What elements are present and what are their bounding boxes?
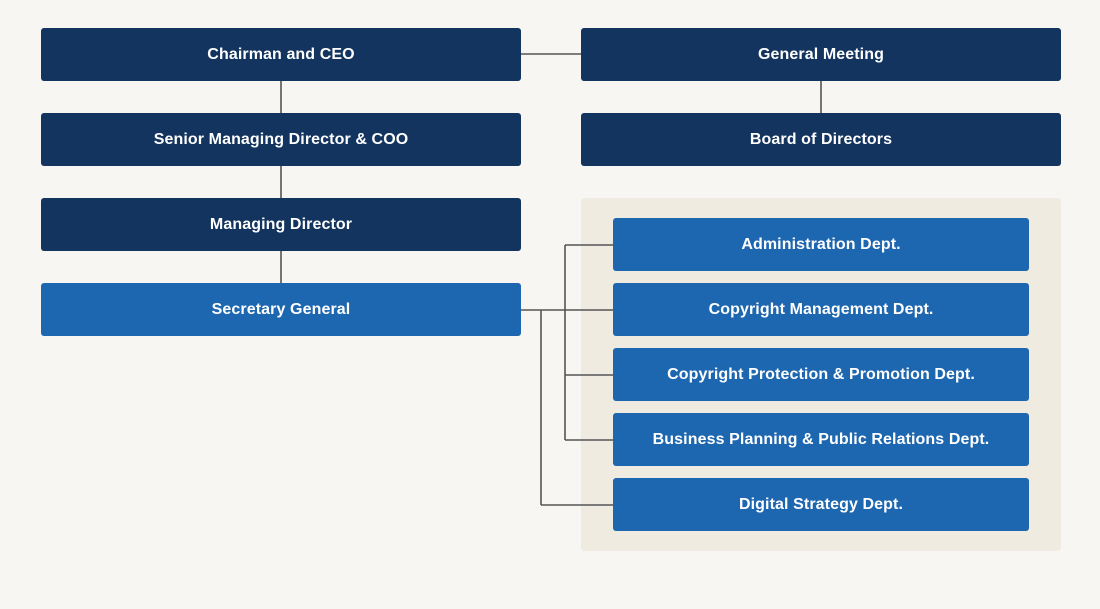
- secretary-general-box: Secretary General: [41, 283, 521, 336]
- dept-business-planning-box: Business Planning & Public Relations Dep…: [613, 413, 1029, 466]
- dept-copyright-protection-label: Copyright Protection & Promotion Dept.: [667, 365, 975, 383]
- board-of-directors-box: Board of Directors: [581, 113, 1061, 166]
- chairman-label: Chairman and CEO: [207, 45, 355, 63]
- dept-administration-label: Administration Dept.: [741, 235, 901, 253]
- dept-business-planning-label: Business Planning & Public Relations Dep…: [652, 430, 990, 448]
- general-meeting-label: General Meeting: [758, 45, 884, 63]
- dept-copyright-management-label: Copyright Management Dept.: [708, 300, 934, 318]
- secretary-general-label: Secretary General: [211, 300, 351, 318]
- senior-managing-director-box: Senior Managing Director & COO: [41, 113, 521, 166]
- managing-director-label: Managing Director: [209, 215, 353, 233]
- general-meeting-box: General Meeting: [581, 28, 1061, 81]
- board-of-directors-label: Board of Directors: [749, 130, 893, 148]
- dept-copyright-management-box: Copyright Management Dept.: [613, 283, 1029, 336]
- senior-managing-director-label: Senior Managing Director & COO: [153, 130, 409, 148]
- dept-digital-strategy-box: Digital Strategy Dept.: [613, 478, 1029, 531]
- chairman-box: Chairman and CEO: [41, 28, 521, 81]
- managing-director-box: Managing Director: [41, 198, 521, 251]
- dept-copyright-protection-box: Copyright Protection & Promotion Dept.: [613, 348, 1029, 401]
- dept-digital-strategy-label: Digital Strategy Dept.: [738, 495, 903, 513]
- dept-administration-box: Administration Dept.: [613, 218, 1029, 271]
